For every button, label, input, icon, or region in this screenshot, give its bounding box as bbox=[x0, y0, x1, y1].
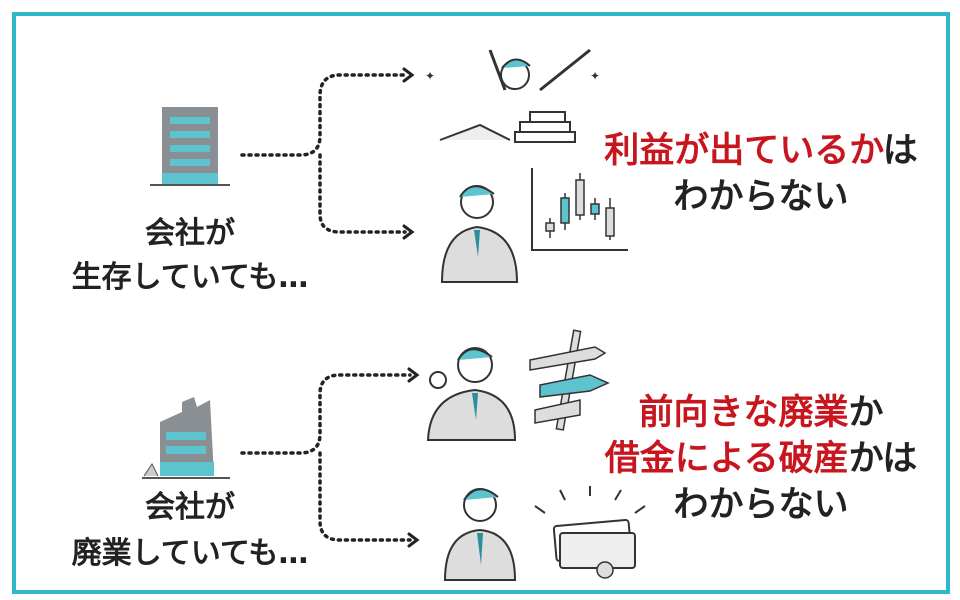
svg-text:✦: ✦ bbox=[590, 69, 600, 83]
section2-message-line3: わからない bbox=[673, 485, 849, 525]
section2-label-line1: 会社が bbox=[145, 490, 235, 525]
section2-message-line2-highlight: 借金による破産 bbox=[604, 439, 849, 479]
section1-message-highlight: 利益が出ているか bbox=[604, 131, 883, 171]
branch-arrows-2 bbox=[240, 367, 420, 548]
section1-label-line1: 会社が bbox=[145, 216, 235, 251]
diagram-frame bbox=[12, 12, 950, 594]
signpost-illustration bbox=[529, 329, 610, 431]
debt-money-illustration bbox=[534, 486, 646, 579]
celebrating-businessman-illustration: ✦✦ bbox=[425, 48, 600, 143]
shocked-businessman-illustration bbox=[443, 488, 517, 581]
candlestick-chart-illustration bbox=[531, 168, 628, 251]
svg-text:✦: ✦ bbox=[425, 69, 435, 83]
section1-message: 利益が出ているかは わからない bbox=[596, 128, 926, 220]
section2-message-line2-rest: かは bbox=[848, 439, 918, 479]
section2-message-line1-highlight: 前向きな廃業 bbox=[638, 393, 849, 433]
confused-businessman-illustration bbox=[440, 185, 519, 283]
section2-message-line1-rest: か bbox=[848, 393, 884, 433]
ruined-building-icon bbox=[142, 397, 230, 479]
section1-message-rest: は bbox=[882, 131, 918, 171]
section2-label-line2: 廃業していても… bbox=[71, 536, 309, 571]
determined-businessman-illustration bbox=[426, 347, 517, 441]
office-building-icon bbox=[150, 107, 230, 186]
section1-label-line2: 生存していても… bbox=[71, 260, 309, 295]
branch-arrows-1 bbox=[240, 67, 415, 240]
section1-message-line2: わからない bbox=[673, 177, 849, 217]
section2-message: 前向きな廃業か 借金による破産かは わからない bbox=[596, 390, 926, 528]
